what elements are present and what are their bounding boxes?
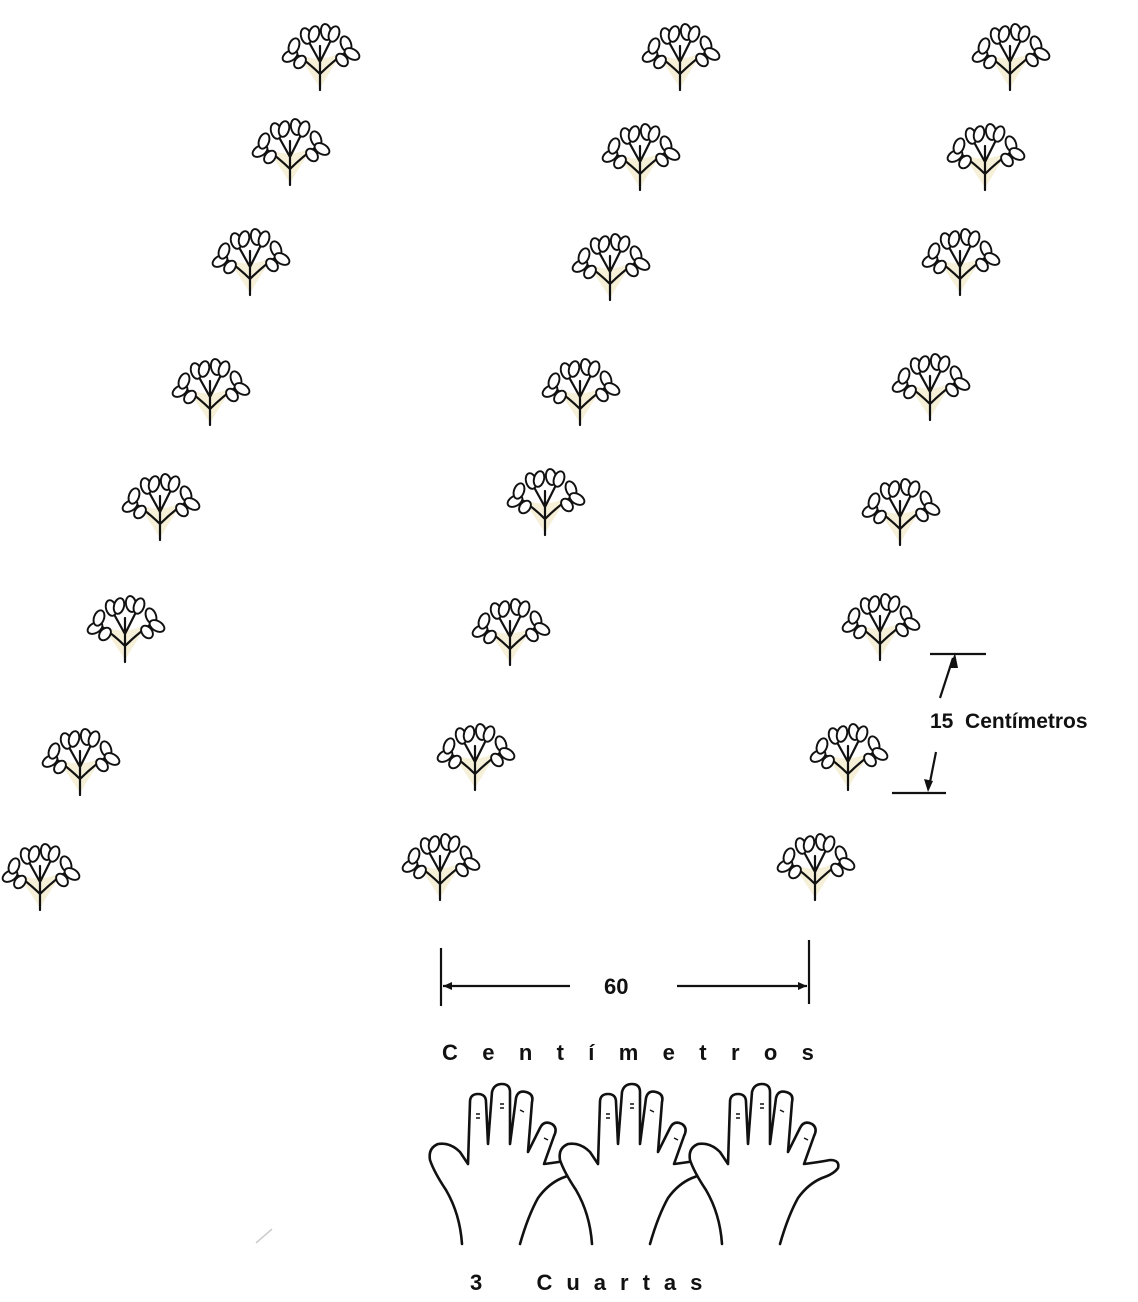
plant [469, 597, 553, 667]
plant [774, 832, 858, 902]
hand-icon [428, 1082, 580, 1246]
letter: t [556, 1040, 564, 1065]
letter: r [730, 1040, 740, 1065]
plant [504, 467, 588, 537]
plant [399, 832, 483, 902]
plant [969, 22, 1053, 92]
letter: e [482, 1040, 495, 1065]
horizontal-spacing-marker [439, 940, 811, 1006]
letter: t [699, 1040, 707, 1065]
plant-row-middle [399, 22, 723, 902]
letter: s [801, 1040, 814, 1065]
plant [84, 594, 168, 664]
hand-measure-unit: Cuartas [536, 1270, 717, 1295]
plant [209, 227, 293, 297]
letter: m [618, 1040, 639, 1065]
plant [599, 122, 683, 192]
vertical-spacing-unit: Centímetros [965, 710, 1088, 733]
plant [944, 122, 1028, 192]
vertical-spacing-label: 15 Centímetros [930, 710, 1088, 734]
plant [807, 722, 891, 792]
letter: í [588, 1040, 595, 1065]
plant [639, 22, 723, 92]
scan-mark [255, 1228, 273, 1244]
hand-icon [558, 1082, 710, 1246]
hand-measure-label: 3 Cuartas [470, 1270, 716, 1296]
hand-icon [688, 1082, 840, 1246]
plant [119, 472, 203, 542]
plant-row-left [0, 22, 363, 912]
plant [539, 357, 623, 427]
plant [39, 727, 123, 797]
plant [839, 592, 923, 662]
hand-measure-count: 3 [470, 1270, 497, 1295]
plant [169, 357, 253, 427]
plant [889, 352, 973, 422]
letter: o [763, 1040, 778, 1065]
plant [919, 227, 1003, 297]
plant [0, 842, 83, 912]
horizontal-spacing-value: 60 [604, 974, 629, 999]
vertical-spacing-marker [892, 652, 986, 795]
letter: C [442, 1040, 458, 1065]
plant [279, 22, 363, 92]
plant-row-right [774, 22, 1053, 902]
vertical-spacing-value: 15 [930, 710, 954, 733]
plant [434, 722, 518, 792]
plant [859, 477, 943, 547]
hand-span-illustration [428, 1082, 840, 1246]
letter: n [518, 1040, 533, 1065]
letter: e [662, 1040, 675, 1065]
plant [569, 232, 653, 302]
plant [249, 117, 333, 187]
